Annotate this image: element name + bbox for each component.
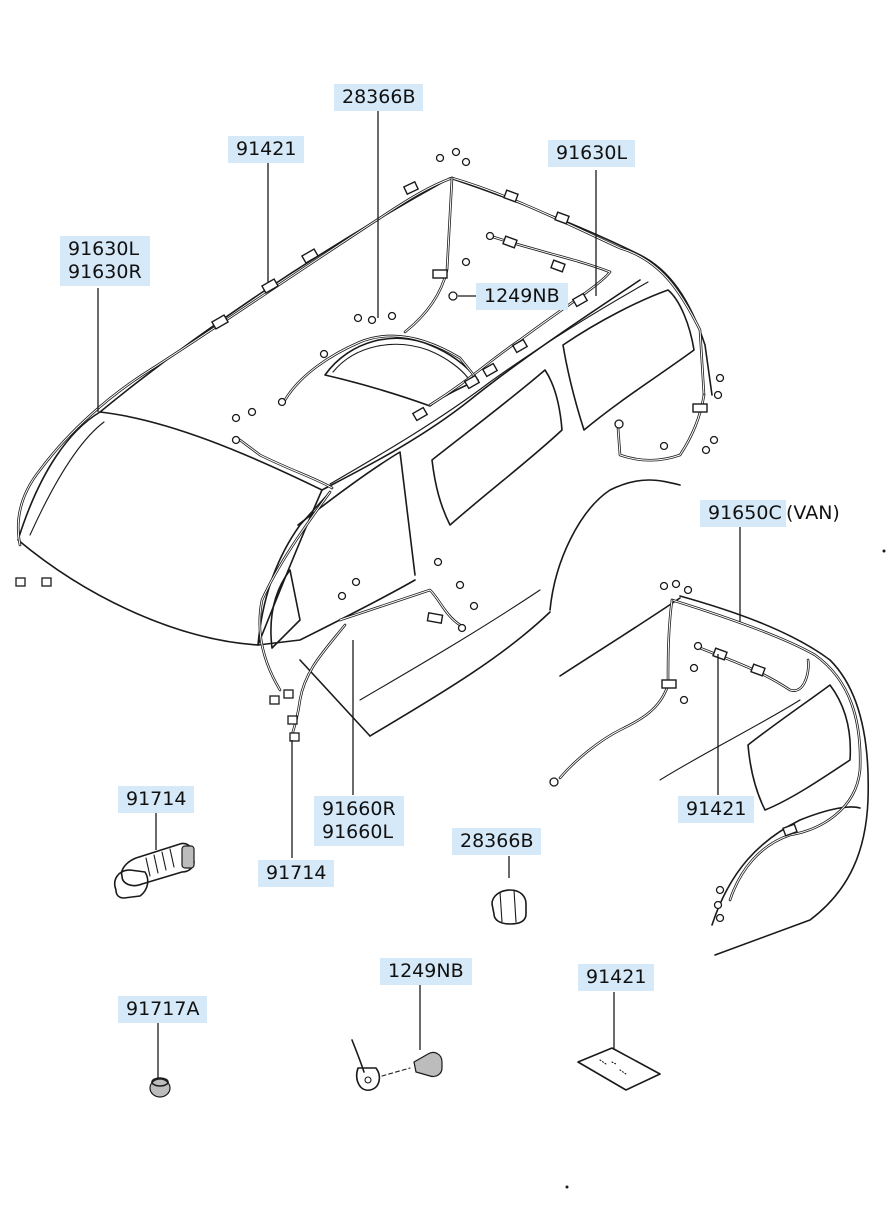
callout-text: 91421 — [236, 138, 297, 160]
callout-28366b-roof: 28366B — [334, 84, 424, 111]
part-91714-grommet — [114, 842, 195, 899]
part-1249nb-ground-screw — [351, 1039, 443, 1091]
callout-text: 28366B — [460, 830, 534, 852]
callout-text-line2: 91660L — [322, 821, 394, 843]
callout-text-line2: 91630R — [68, 261, 142, 283]
callout-28366b-part: 28366B — [452, 828, 542, 855]
callout-91421-van: 91421 — [678, 796, 755, 823]
part-28366b-clip — [491, 889, 527, 925]
callout-91660-rl: 91660R 91660L — [314, 796, 404, 846]
callout-text: 91717A — [126, 998, 200, 1020]
leader-lines — [97, 110, 741, 1078]
harness-connectors — [15, 147, 725, 742]
callout-91421-roof: 91421 — [228, 136, 305, 163]
harness-clips — [210, 180, 708, 624]
callout-text: 91714 — [126, 788, 187, 810]
callout-text: 91650C — [708, 502, 782, 524]
van-rear-harness-wires — [558, 598, 862, 902]
callout-91717a-part: 91717A — [118, 996, 208, 1023]
callout-text: 91421 — [586, 966, 647, 988]
callout-text-line1: 91660R — [322, 798, 396, 820]
stray-dot — [882, 549, 886, 553]
callout-van-suffix: (VAN) — [786, 502, 840, 524]
part-91717a-grommet — [149, 1077, 171, 1098]
callout-text: 91630L — [556, 142, 628, 164]
callout-text-line1: 91630L — [68, 238, 140, 260]
callout-1249nb-roof: 1249NB — [476, 283, 568, 310]
stray-dot — [565, 1185, 569, 1189]
part-91421-pad — [577, 1047, 661, 1091]
callout-91630-lr: 91630L 91630R — [60, 236, 150, 286]
callout-text: 1249NB — [388, 960, 464, 982]
van-harness-clips-and-connectors — [549, 579, 798, 923]
callout-1249nb-part: 1249NB — [380, 958, 472, 985]
callout-text: 28366B — [342, 86, 416, 108]
callout-91630l-roof: 91630L — [548, 140, 636, 167]
callout-text: 91421 — [686, 798, 747, 820]
callout-91714-part: 91714 — [118, 786, 195, 813]
vehicle-body-outline — [17, 177, 713, 737]
callout-text: 91714 — [266, 862, 327, 884]
callout-91714-harness: 91714 — [258, 860, 335, 887]
van-rear-body-outline — [559, 595, 870, 956]
callout-91650c-van: 91650C — [700, 500, 786, 527]
callout-91421-part: 91421 — [578, 964, 655, 991]
callout-text: 1249NB — [484, 285, 560, 307]
